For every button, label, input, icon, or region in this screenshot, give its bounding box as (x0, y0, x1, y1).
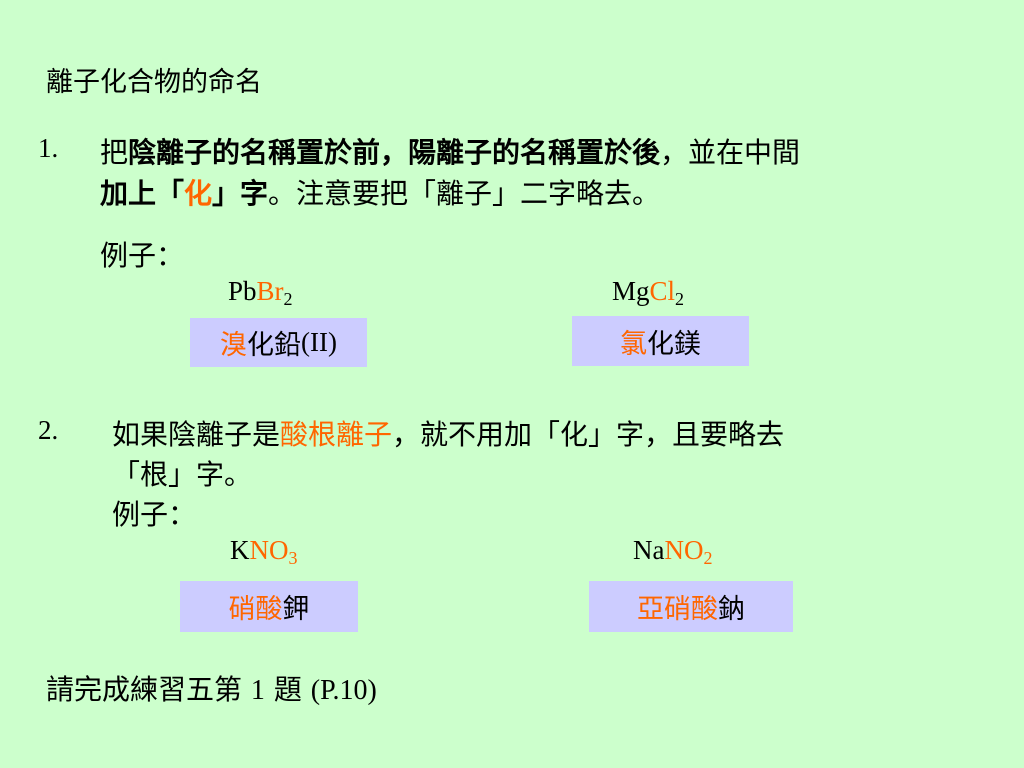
exercise-number: 1 (250, 675, 265, 706)
rule-1-line-1: 把陰離子的名稱置於前，陽離子的名稱置於後，並在中間 (100, 131, 800, 171)
name-rest: 鉀 (282, 594, 310, 625)
formula-anion: Br (256, 276, 284, 306)
rule-2-text-a: 如果陰離子是 (112, 418, 281, 451)
formula-base: Pb (228, 276, 257, 306)
name-anion: 氯 (620, 328, 647, 360)
rule-1-example-label: 例子： (100, 239, 185, 272)
rule-1-text-note: 。注意要把「離子」二字略去。 (268, 177, 661, 210)
name-rest: 化鉛 (247, 330, 302, 361)
exercise-page: (P.10) (310, 675, 377, 706)
formula-base: K (230, 535, 250, 565)
formula-pbbr2: PbBr2 (228, 276, 293, 309)
formula-anion: NO (249, 535, 289, 565)
formula-base: Mg (612, 276, 650, 306)
name-rest: 鈉 (718, 594, 745, 625)
exercise-text: 請完成練習五第 (46, 673, 243, 706)
formula-anion: NO (664, 535, 704, 565)
rule-1-text-char: 」字 (212, 177, 269, 210)
name-oxidation-state: (II) (301, 327, 337, 357)
name-box-potassium-nitrate: 硝酸鉀 (180, 581, 358, 632)
rule-1-line-2: 加上「化」字。注意要把「離子」二字略去。 (100, 172, 660, 212)
rule-2-line-2: 「根」字。 (112, 458, 253, 491)
exercise-ti: 題 (273, 673, 302, 706)
rule-2-line-1: 如果陰離子是酸根離子，就不用加「化」字，且要略去 (112, 413, 784, 453)
rule-1-text-a: 把 (100, 136, 129, 169)
rule-1-text-c: ，並在中間 (660, 136, 801, 169)
name-anion: 溴 (220, 330, 248, 361)
rule-1-text-emphasis: 陰離子的名稱置於前，陽離子的名稱置於後 (128, 136, 661, 169)
name-anion: 亞硝酸 (637, 594, 718, 625)
rule-2-number: 2. (38, 415, 59, 445)
exercise-instruction: 請完成練習五第 1 題 (P.10) (46, 668, 377, 708)
formula-subscript: 2 (675, 289, 685, 309)
name-anion: 硝酸 (228, 594, 283, 625)
name-box-sodium-nitrite: 亞硝酸鈉 (589, 581, 793, 632)
formula-subscript: 2 (283, 289, 293, 309)
rule-2-example-label: 例子： (112, 498, 197, 531)
rule-1-text-hua: 化 (184, 177, 213, 210)
formula-mgcl2: MgCl2 (612, 276, 685, 309)
formula-subscript: 2 (703, 548, 713, 568)
rule-1-number: 1. (38, 133, 59, 163)
name-box-magnesium-chloride: 氯化鎂 (572, 316, 749, 366)
rule-1-text-add: 加上「 (100, 177, 185, 210)
rule-2-text-emphasis: 酸根離子 (280, 418, 393, 451)
formula-kno3: KNO3 (230, 535, 298, 568)
page-title: 離子化合物的命名 (46, 67, 262, 98)
formula-anion: Cl (649, 276, 676, 306)
formula-base: Na (633, 535, 665, 565)
formula-nano2: NaNO2 (633, 535, 713, 568)
name-rest: 化鎂 (647, 328, 701, 360)
name-box-lead-bromide: 溴化鉛(II) (190, 318, 367, 367)
rule-2-text-c: ，就不用加「化」字，且要略去 (392, 418, 785, 451)
formula-subscript: 3 (288, 548, 298, 568)
